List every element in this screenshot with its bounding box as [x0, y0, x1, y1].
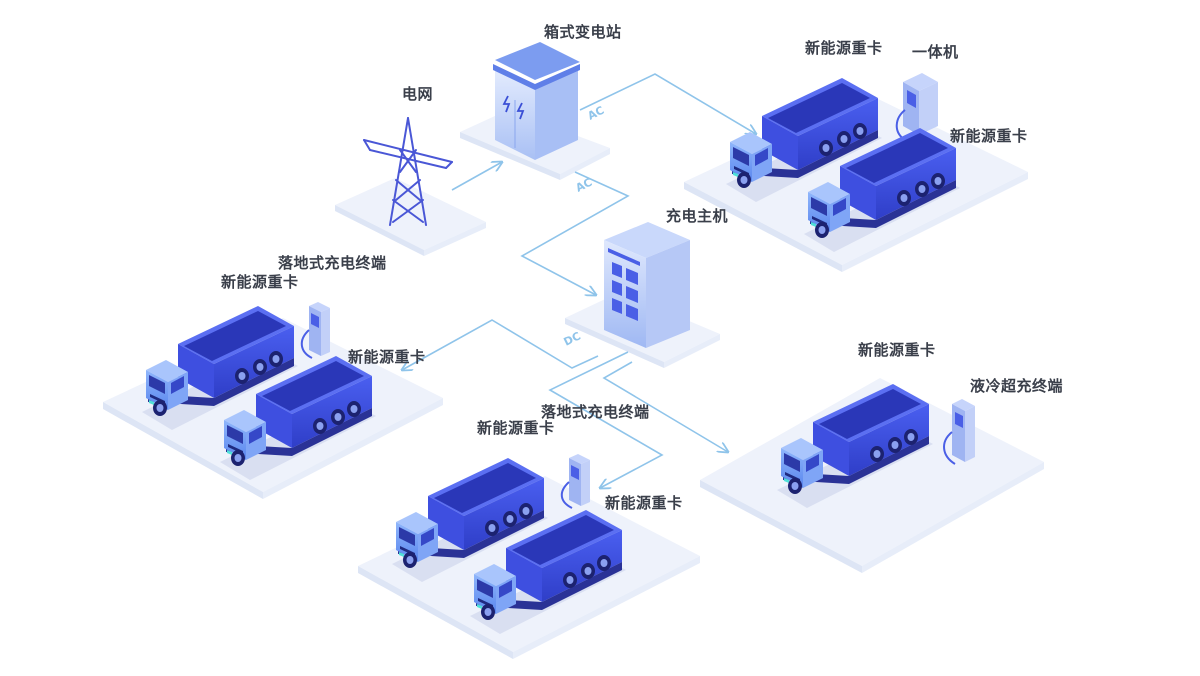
label-charging-host: 充电主机: [666, 207, 729, 225]
truck-right-icon: [777, 384, 933, 508]
label-grid: 电网: [402, 85, 434, 103]
flow-label-dc: DC: [562, 329, 583, 348]
label-truck-right: 新能源重卡: [858, 341, 936, 359]
box-substation-icon: [493, 42, 580, 160]
integrated-charger-icon: [895, 73, 938, 141]
label-truck-top-right-2: 新能源重卡: [950, 127, 1028, 145]
transmission-tower-icon: [363, 117, 453, 226]
line-host-to-right: [602, 361, 728, 452]
label-truck-left-2: 新能源重卡: [348, 348, 426, 366]
line-host-to-bottom: [548, 351, 664, 488]
liquid-cooled-charger-icon: [943, 399, 975, 465]
connection-lines: [402, 73, 756, 488]
label-truck-left-1: 新能源重卡: [221, 273, 299, 291]
truck-bottom-2-icon: [470, 510, 626, 634]
truck-bottom-1-icon: [392, 458, 548, 582]
label-liquid-cooled-charger: 液冷超充终端: [970, 377, 1064, 395]
label-box-substation: 箱式变电站: [544, 23, 622, 41]
line-substation-to-integrated: [579, 73, 756, 134]
truck-top-right-1-icon: [726, 78, 882, 202]
label-floor-charger-left: 落地式充电终端: [278, 254, 387, 272]
label-truck-top-right-1: 新能源重卡: [805, 39, 883, 57]
truck-left-2-icon: [220, 356, 376, 480]
charging-host-icon: [604, 222, 690, 348]
label-floor-charger-bottom: 落地式充电终端: [541, 403, 650, 421]
line-substation-to-host: [520, 171, 630, 295]
label-truck-bottom-2: 新能源重卡: [605, 494, 683, 512]
platform-grid: [335, 178, 486, 256]
floor-charger-left-icon: [300, 302, 330, 359]
label-integrated-charger: 一体机: [912, 43, 959, 61]
floor-charger-bottom-icon: [560, 454, 590, 509]
truck-left-1-icon: [142, 306, 298, 430]
line-host-to-left: [402, 319, 599, 370]
truck-top-right-2-icon: [804, 128, 960, 252]
line-grid-to-substation: [451, 162, 502, 191]
label-truck-bottom-1: 新能源重卡: [477, 419, 555, 437]
trucks-layer: [142, 78, 960, 634]
